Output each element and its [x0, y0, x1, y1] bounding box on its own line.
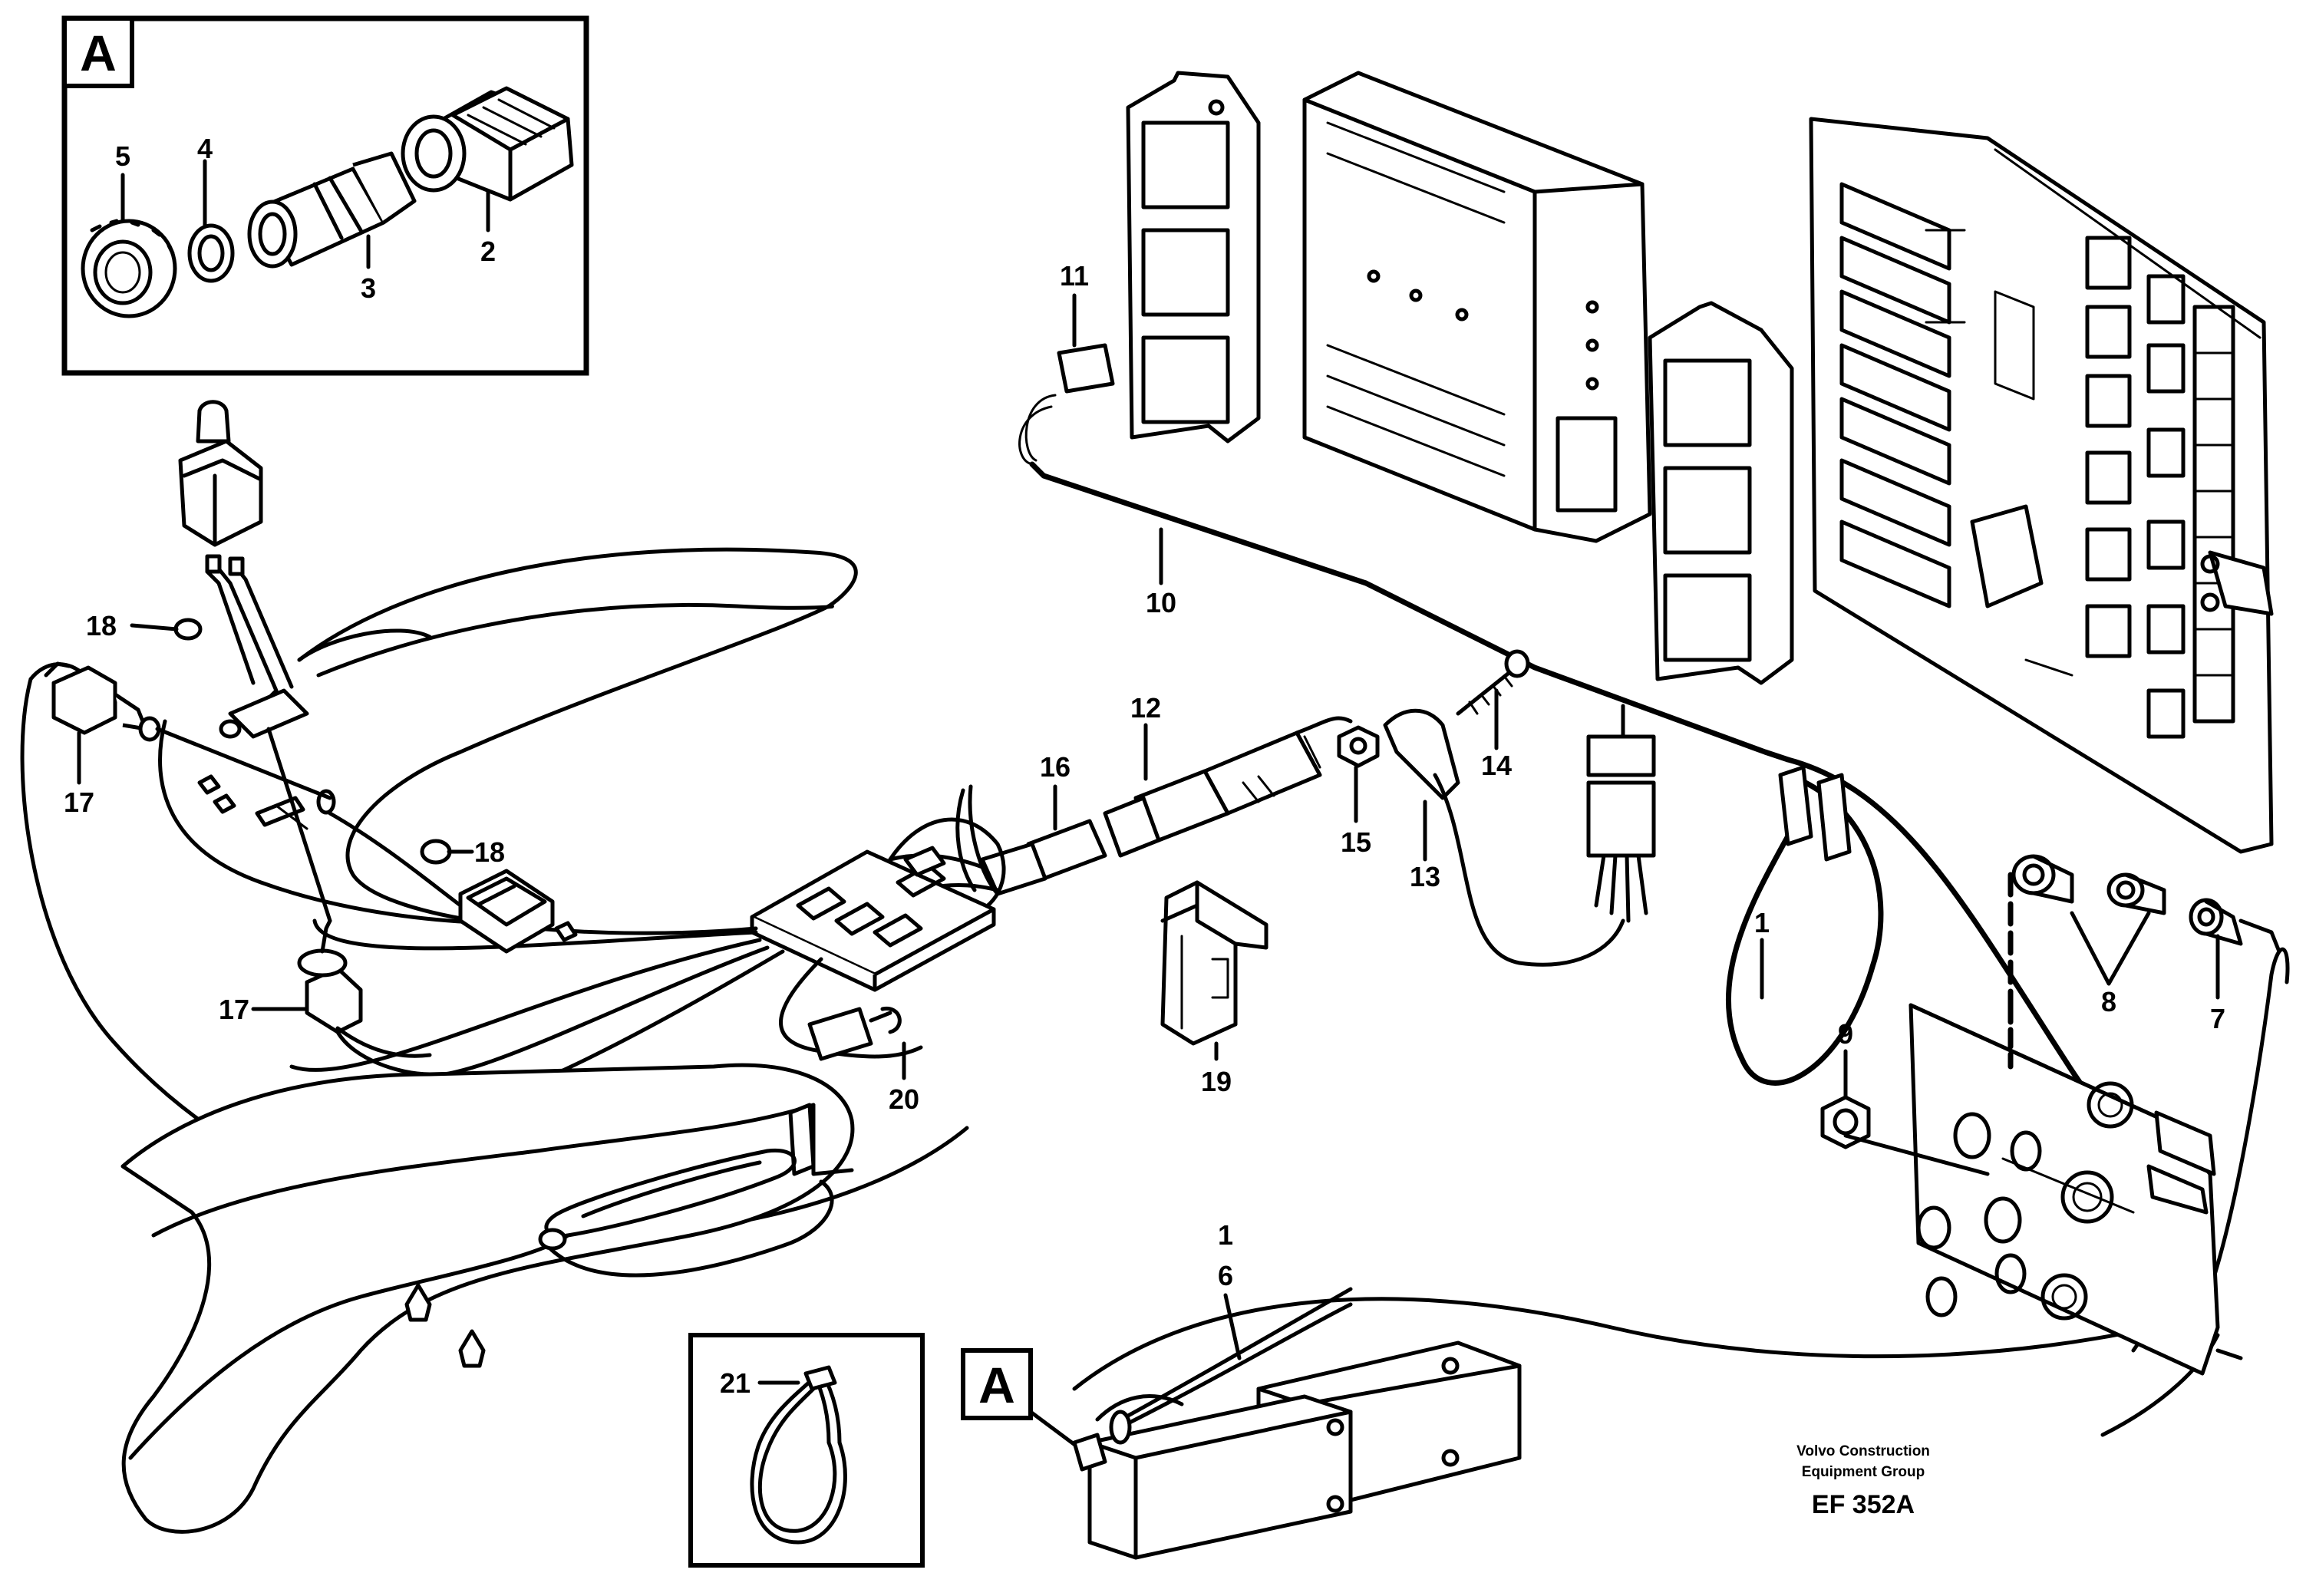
callout-13: 13 — [1410, 861, 1440, 892]
leader-lines — [77, 293, 2220, 1360]
switch-icon — [44, 400, 1268, 1077]
caption-company: Volvo Construction — [1796, 1443, 1930, 1459]
cable-tie-icon — [750, 1365, 847, 1545]
callout-21: 21 — [720, 1367, 751, 1399]
callouts: 11 10 12 16 14 15 13 18 18 17 17 19 20 1… — [64, 260, 2225, 1291]
callout-3: 3 — [361, 272, 376, 304]
caption-group: Equipment Group — [1802, 1464, 1925, 1480]
indicator-lamps-icon — [2011, 854, 2281, 954]
control-unit-icon — [1302, 71, 1652, 543]
detail-21-box: 21 — [688, 1333, 925, 1568]
callout-14: 14 — [1481, 750, 1512, 781]
callout-1-right: 1 — [1754, 907, 1770, 938]
nipple-icon — [247, 151, 417, 269]
instrument-panel-icon — [1908, 872, 2220, 1376]
knurled-nut-icon — [81, 219, 177, 318]
detail-a-box: A — [61, 15, 589, 376]
bracket-right-icon — [1648, 301, 1794, 685]
callout-1-bottom: 1 — [1218, 1219, 1233, 1251]
callout-16: 16 — [1040, 751, 1071, 783]
callout-9: 9 — [1838, 1018, 1853, 1050]
callout-7: 7 — [2210, 1003, 2225, 1034]
callout-2: 2 — [480, 236, 496, 267]
callout-11: 11 — [1060, 260, 1089, 292]
callout-5: 5 — [115, 140, 130, 172]
remote-unit-icon — [1072, 1287, 1522, 1560]
caption: Volvo Construction Equipment Group EF 35… — [1796, 1443, 1930, 1519]
detail-a-ref-label: A — [978, 1357, 1015, 1413]
washer-icon — [187, 223, 235, 283]
diagram-code: EF 352A — [1812, 1490, 1915, 1519]
console-cover-icon — [120, 1063, 855, 1534]
hex-nut-icon — [1820, 1095, 1990, 1176]
callout-6: 6 — [1218, 1260, 1233, 1291]
callout-17-bottom: 17 — [219, 994, 249, 1025]
callout-20: 20 — [889, 1083, 919, 1115]
callout-4: 4 — [197, 133, 213, 164]
connector-housing-icon — [401, 86, 574, 202]
cable-harness — [20, 343, 2290, 1437]
callout-18-bottom: 18 — [474, 836, 505, 868]
callout-18-top: 18 — [86, 610, 117, 641]
callout-12: 12 — [1130, 692, 1161, 724]
callout-17-top: 17 — [64, 786, 94, 818]
callout-10: 10 — [1146, 587, 1176, 618]
circuit-board-icon — [1809, 117, 2274, 854]
bracket-left-icon — [1126, 71, 1261, 444]
callout-19: 19 — [1201, 1066, 1232, 1097]
callout-8: 8 — [2101, 986, 2116, 1017]
detail-a-marker: A — [961, 1348, 1084, 1453]
callout-15: 15 — [1341, 826, 1371, 858]
detail-a-label: A — [80, 25, 117, 81]
